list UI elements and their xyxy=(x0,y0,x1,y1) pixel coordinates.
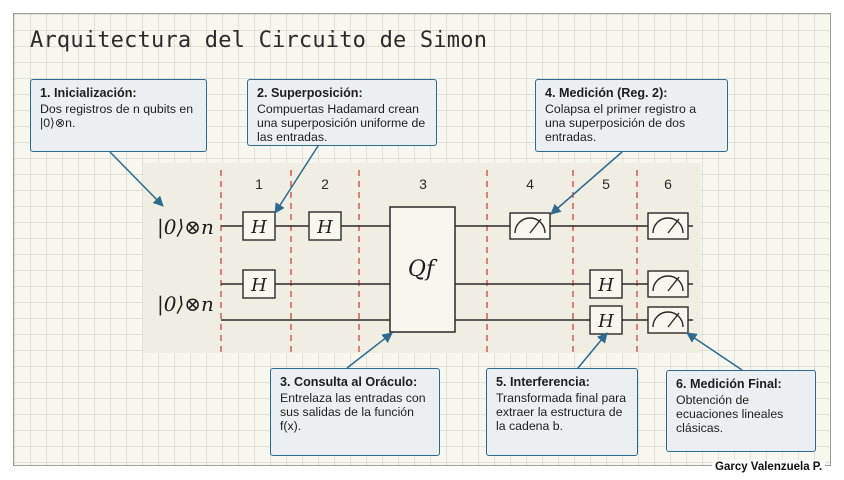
callout-title: 3. Consulta al Oráculo: xyxy=(280,375,418,389)
callout-final-measure: 6. Medición Final: Obtención de ecuacion… xyxy=(666,370,816,452)
callout-measure-reg2: 4. Medición (Reg. 2): Colapsa el primer … xyxy=(535,79,728,152)
step-label: 2 xyxy=(321,176,329,192)
meter-icon xyxy=(647,306,689,334)
callout-initialization: 1. Inicialización: Dos registros de n qu… xyxy=(30,79,207,152)
svg-text:H: H xyxy=(250,217,267,238)
step-label: 3 xyxy=(419,176,427,192)
hadamard-gate: H xyxy=(589,305,623,335)
callout-body: Dos registros de n qubits en |0⟩⊗n. xyxy=(40,102,194,130)
step-label: 1 xyxy=(255,176,263,192)
hadamard-gate: H xyxy=(242,269,276,299)
callout-body: Obtención de ecuaciones lineales clásica… xyxy=(676,393,784,435)
callout-arrow xyxy=(109,151,164,207)
callout-title: 6. Medición Final: xyxy=(676,377,782,391)
callout-arrow xyxy=(550,151,623,215)
callout-arrow xyxy=(686,332,743,371)
author-watermark: Garcy Valenzuela P. xyxy=(712,460,826,474)
step-label: 5 xyxy=(602,176,610,192)
hadamard-gate: H xyxy=(589,269,623,299)
hadamard-gate: H xyxy=(308,211,342,241)
callout-title: 1. Inicialización: xyxy=(40,86,137,100)
callout-title: 4. Medición (Reg. 2): xyxy=(545,86,668,100)
callout-arrow xyxy=(274,145,319,214)
diagram-title: Arquitectura del Circuito de Simon xyxy=(30,28,488,53)
meter-icon xyxy=(647,212,689,240)
step-label: 6 xyxy=(664,176,672,192)
svg-text:H: H xyxy=(250,275,267,296)
svg-text:H: H xyxy=(597,311,614,332)
register-top-label: |0⟩⊗n xyxy=(157,215,214,240)
callout-title: 5. Interferencia: xyxy=(496,375,590,389)
callout-body: Entrelaza las entradas con sus salidas d… xyxy=(280,391,426,433)
callout-arrow xyxy=(346,332,393,369)
callout-body: Transformada final para extraer la estru… xyxy=(496,391,627,433)
callout-body: Compuertas Hadamard crean una superposic… xyxy=(257,102,426,144)
callout-title: 2. Superposición: xyxy=(257,86,363,100)
meter-icon xyxy=(647,270,689,298)
svg-text:Qf: Qf xyxy=(408,257,438,282)
callout-oracle: 3. Consulta al Oráculo: Entrelaza las en… xyxy=(270,368,440,456)
register-bottom-label: |0⟩⊗n xyxy=(157,292,214,317)
svg-text:H: H xyxy=(316,217,333,238)
step-label: 4 xyxy=(526,176,534,192)
callout-interference: 5. Interferencia: Transformada final par… xyxy=(486,368,638,456)
oracle-gate: Qf xyxy=(389,206,456,333)
hadamard-gate: H xyxy=(242,211,276,241)
callout-superposition: 2. Superposición: Compuertas Hadamard cr… xyxy=(247,79,437,146)
callout-body: Colapsa el primer registro a una superpo… xyxy=(545,102,697,144)
meter-icon xyxy=(509,212,551,240)
svg-text:H: H xyxy=(597,275,614,296)
callout-arrow xyxy=(577,332,608,369)
